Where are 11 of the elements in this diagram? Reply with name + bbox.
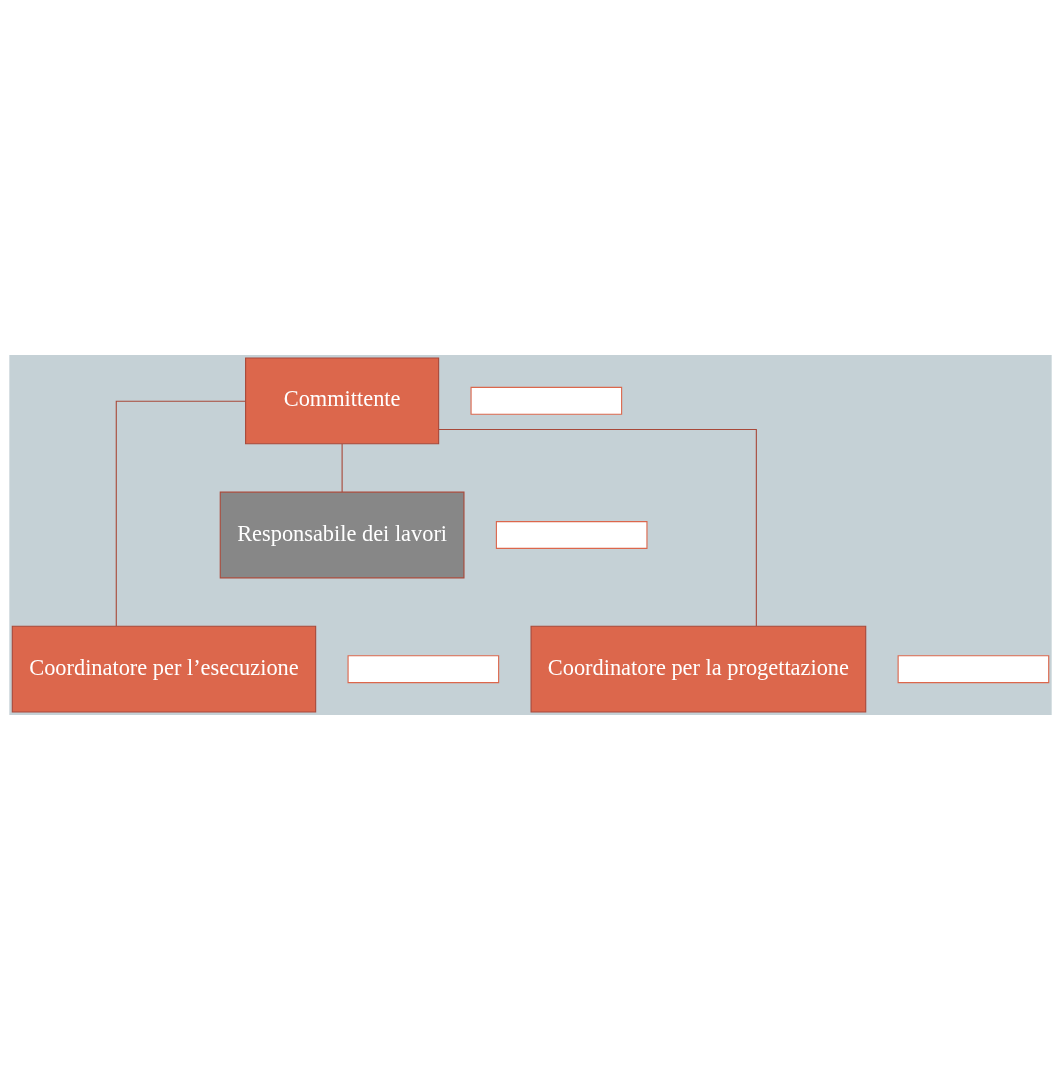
node-box: [495, 520, 648, 549]
node-box: Committente: [245, 356, 440, 444]
node-box: Coordinatore per la progettazione: [530, 625, 867, 713]
connector: [438, 428, 757, 627]
connector: [115, 400, 246, 627]
node-box: [347, 654, 500, 683]
connector: [341, 442, 343, 493]
node-box: [897, 654, 1050, 683]
node-box: Responsabile dei lavori: [219, 491, 465, 578]
node-box: [470, 386, 623, 415]
node-box: Coordinatore per l’esecuzione: [11, 625, 317, 713]
